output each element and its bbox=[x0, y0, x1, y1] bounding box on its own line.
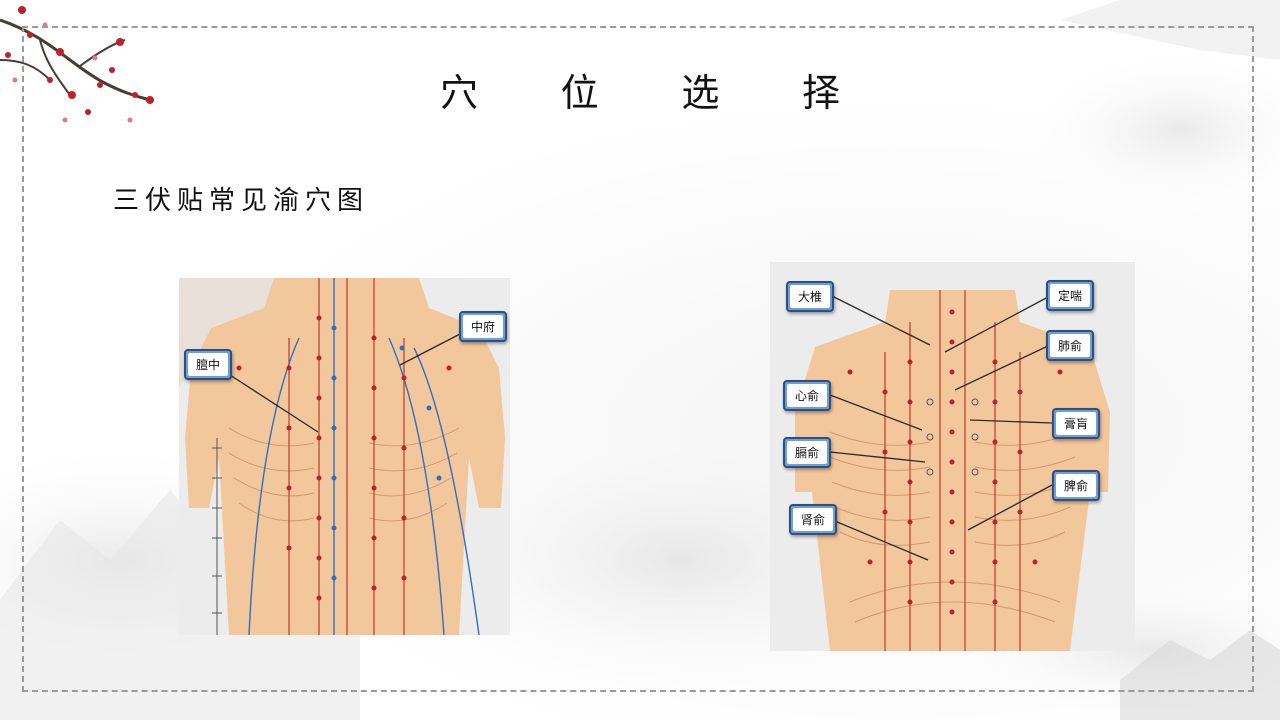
callout-label: 定喘 bbox=[1050, 284, 1090, 307]
title-char: 穴 bbox=[440, 70, 479, 115]
callout-gaohuang: 膏肓 bbox=[1052, 408, 1100, 439]
callout-danzhong: 膻中 bbox=[184, 349, 232, 380]
callout-label: 肾俞 bbox=[793, 508, 833, 531]
callout-xinshu: 心俞 bbox=[783, 380, 831, 411]
callout-label: 中府 bbox=[463, 315, 503, 338]
front-torso-image bbox=[179, 278, 510, 635]
callout-label: 膻中 bbox=[188, 353, 228, 376]
callout-label: 膈俞 bbox=[787, 441, 827, 464]
subtitle: 三伏贴常见渝穴图 bbox=[113, 186, 370, 216]
callout-label: 脾俞 bbox=[1056, 474, 1096, 497]
title-char: 择 bbox=[801, 70, 840, 115]
callout-zhongfu: 中府 bbox=[459, 311, 507, 342]
callout-geshu: 膈俞 bbox=[783, 437, 831, 468]
front-acupoint-chart bbox=[179, 278, 510, 635]
callout-dingchuan: 定喘 bbox=[1046, 280, 1094, 311]
callout-shenshu: 肾俞 bbox=[789, 504, 837, 535]
callout-pishu: 脾俞 bbox=[1052, 470, 1100, 501]
callout-feishu: 肺俞 bbox=[1046, 330, 1094, 361]
title-char: 选 bbox=[681, 70, 720, 115]
dashed-frame bbox=[22, 26, 1254, 692]
callout-label: 心俞 bbox=[787, 384, 827, 407]
callout-label: 大椎 bbox=[790, 285, 830, 308]
callout-label: 肺俞 bbox=[1050, 334, 1090, 357]
callout-dazhui: 大椎 bbox=[786, 281, 834, 312]
callout-label: 膏肓 bbox=[1056, 412, 1096, 435]
title-char: 位 bbox=[560, 70, 599, 115]
plum-blossom-branch-icon bbox=[0, 6, 154, 123]
page-title: 穴 位 选 择 bbox=[440, 64, 840, 115]
